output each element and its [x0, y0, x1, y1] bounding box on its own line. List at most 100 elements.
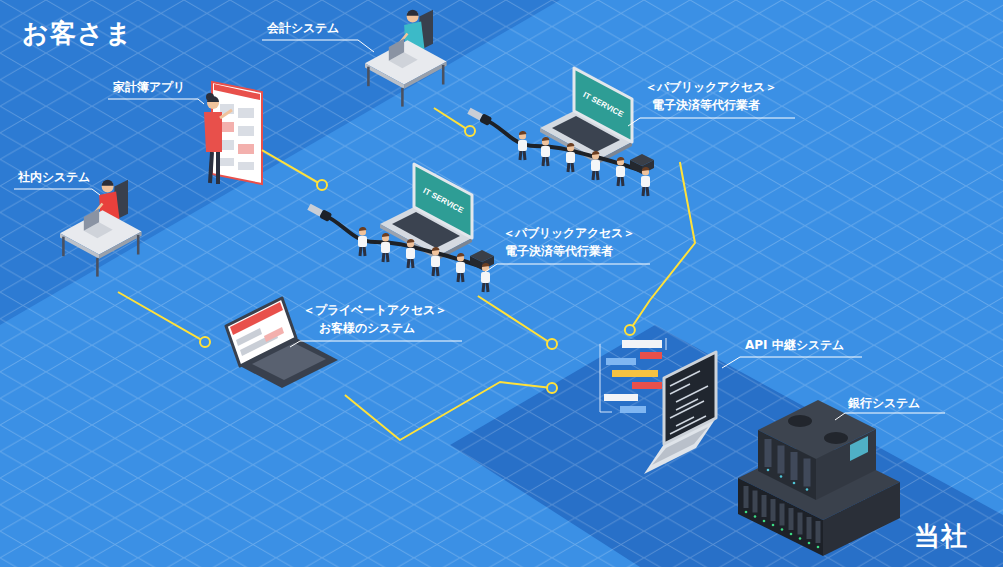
junction-dot	[317, 180, 327, 190]
accounting-desk	[365, 10, 447, 107]
inhouse-desk	[60, 209, 142, 277]
private-laptop	[252, 343, 326, 380]
system-node: 会計システム	[264, 12, 458, 108]
budget-board	[238, 126, 254, 136]
bank-server	[804, 459, 811, 487]
bank-server	[823, 482, 900, 556]
bank-server	[771, 499, 776, 521]
bank-server	[767, 469, 809, 491]
junction-dot	[200, 337, 210, 347]
budget-board	[238, 144, 254, 154]
bank-server	[763, 520, 766, 523]
junction-dot	[547, 339, 557, 349]
bank-server	[772, 524, 775, 527]
api-relay-illustration	[670, 371, 700, 386]
junction-dot	[465, 126, 475, 136]
bank-server	[780, 504, 785, 526]
junction-dot	[547, 383, 557, 393]
bank-server	[799, 537, 802, 540]
api-relay-illustration	[600, 338, 666, 412]
node-label: 会計システム	[267, 21, 339, 35]
system-node: ＜プライベートアクセス＞ お客様のシステム	[205, 300, 467, 395]
connector	[434, 108, 470, 131]
bank-server	[793, 482, 796, 485]
free-label: お客さま	[22, 18, 133, 48]
api-relay-illustration	[670, 401, 704, 418]
connector	[478, 296, 552, 344]
junction-dots	[200, 126, 635, 393]
node-label: 電子決済等代行業者	[505, 244, 613, 258]
system-node: ＜パブリックアクセス＞電子決済等代行業者	[322, 164, 644, 296]
api-relay-illustration	[676, 417, 694, 426]
bank-server	[762, 495, 767, 517]
bank-server	[753, 491, 758, 513]
connectors	[118, 108, 695, 440]
connector	[630, 162, 695, 330]
private-laptop	[264, 327, 284, 342]
bank-server	[767, 469, 770, 472]
budget-board	[220, 122, 234, 132]
budget-board	[238, 162, 254, 170]
budget-board	[207, 97, 219, 109]
budget-board	[216, 152, 220, 184]
private-laptop	[240, 338, 338, 388]
node-label: 銀行システム	[848, 396, 920, 410]
budget-board	[220, 110, 232, 118]
api-relay-illustration	[664, 352, 716, 444]
inhouse-desk	[60, 180, 142, 277]
system-node: 社内システム	[10, 164, 142, 292]
accounting-desk	[365, 39, 447, 107]
bank-server	[754, 515, 757, 518]
bank-server	[789, 508, 794, 530]
bank-server	[798, 513, 803, 535]
free-label: 当社	[914, 521, 968, 551]
bank-server	[781, 528, 784, 531]
bank-server	[824, 432, 848, 444]
leader-line	[485, 264, 650, 272]
bank-server	[816, 429, 876, 500]
api-relay-illustration	[632, 382, 662, 389]
bank-server	[817, 546, 820, 549]
node-label: API 中継システム	[745, 338, 844, 352]
budget-board	[214, 84, 260, 100]
leader-line	[262, 40, 374, 52]
bank-server	[790, 533, 793, 536]
system-node: ＜パブリックアクセス＞ 電子決済等代行業者	[470, 72, 800, 162]
provider-illustration	[467, 68, 654, 196]
leader-line	[14, 40, 945, 420]
budget-board	[207, 96, 219, 102]
leader-line	[290, 341, 462, 347]
bank-server	[745, 511, 748, 514]
api-relay-illustration	[676, 386, 708, 402]
system-node: API 中継システム	[552, 330, 866, 390]
leader-line	[108, 99, 204, 104]
bank-server	[758, 430, 816, 500]
bank-server	[788, 415, 812, 427]
api-relay-illustration	[620, 406, 646, 413]
api-relay-illustration	[612, 370, 658, 377]
connector	[118, 292, 205, 342]
node-label: ＜プライベートアクセス＞	[303, 303, 447, 317]
budget-board	[210, 152, 212, 183]
connector	[262, 150, 322, 185]
bank-server	[765, 439, 772, 467]
bank-server	[778, 446, 785, 474]
leader-line	[14, 189, 100, 195]
node-label: 電子決済等代行業者	[652, 98, 760, 112]
leader-line	[835, 413, 945, 420]
bank-server	[745, 511, 820, 549]
bank-server	[768, 439, 807, 487]
junction-dot	[625, 325, 635, 335]
budget-board	[220, 140, 234, 150]
api-relay-illustration	[676, 399, 698, 410]
node-label: ＜パブリックアクセス＞	[645, 80, 777, 94]
leader-line	[628, 118, 795, 126]
api-relay-illustration	[604, 394, 638, 401]
node-label: お客様のシステム	[319, 321, 415, 335]
connector	[345, 382, 552, 440]
bank-server	[780, 475, 783, 478]
